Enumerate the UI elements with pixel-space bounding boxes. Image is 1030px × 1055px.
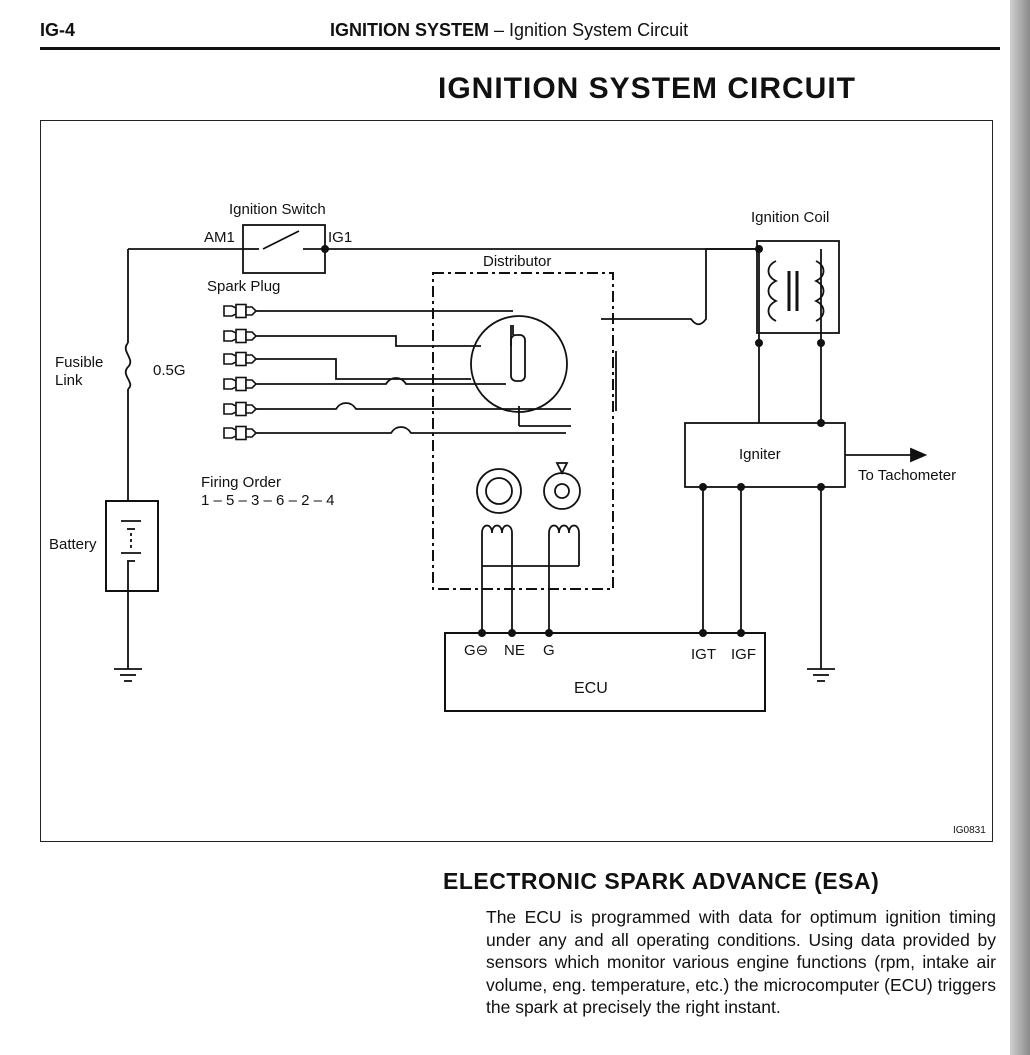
ecu-pin-g-minus: G⊖ (464, 642, 488, 659)
circuit-diagram-svg: Ignition Switch AM1 IG1 Spark Plug Fusib… (49, 201, 986, 836)
running-title: IGNITION SYSTEM – Ignition System Circui… (330, 20, 688, 41)
label-am1: AM1 (204, 229, 235, 246)
page-edge-shadow (1010, 0, 1030, 1055)
ecu-pin-igf: IGF (731, 646, 756, 663)
spark-plug-group (223, 303, 257, 441)
label-to-tachometer: To Tachometer (858, 467, 956, 484)
label-battery: Battery (49, 536, 97, 553)
running-title-subsection: – Ignition System Circuit (489, 20, 689, 40)
label-fusible-link-line2: Link (55, 372, 83, 389)
label-fusible-link-line1: Fusible (55, 354, 103, 371)
section-heading: ELECTRONIC SPARK ADVANCE (ESA) (443, 868, 880, 894)
label-ig1: IG1 (328, 229, 352, 246)
ecu-pin-g: G (543, 642, 555, 659)
label-ignition-coil: Ignition Coil (751, 209, 829, 226)
header-rule (40, 47, 1000, 50)
label-distributor: Distributor (483, 253, 551, 270)
page-id: IG-4 (40, 20, 76, 40)
running-title-section: IGNITION SYSTEM (330, 20, 490, 40)
label-firing-order-sequence: 1 – 5 – 3 – 6 – 2 – 4 (201, 492, 334, 509)
label-firing-order: Firing Order (201, 474, 281, 491)
label-spark-plug: Spark Plug (207, 278, 280, 295)
body-paragraph: The ECU is programmed with data for opti… (486, 907, 996, 1017)
ecu-pin-igt: IGT (691, 646, 716, 663)
ecu-pin-ne: NE (504, 642, 525, 659)
page-title: IGNITION SYSTEM CIRCUIT (438, 72, 857, 105)
label-igniter: Igniter (739, 446, 781, 463)
circuit-diagram: Ignition Switch AM1 IG1 Spark Plug Fusib… (40, 120, 993, 842)
label-fuse-rating: 0.5G (153, 362, 186, 379)
label-ecu: ECU (574, 680, 608, 697)
figure-code: IG0831 (953, 825, 986, 836)
label-ignition-switch: Ignition Switch (229, 201, 326, 218)
